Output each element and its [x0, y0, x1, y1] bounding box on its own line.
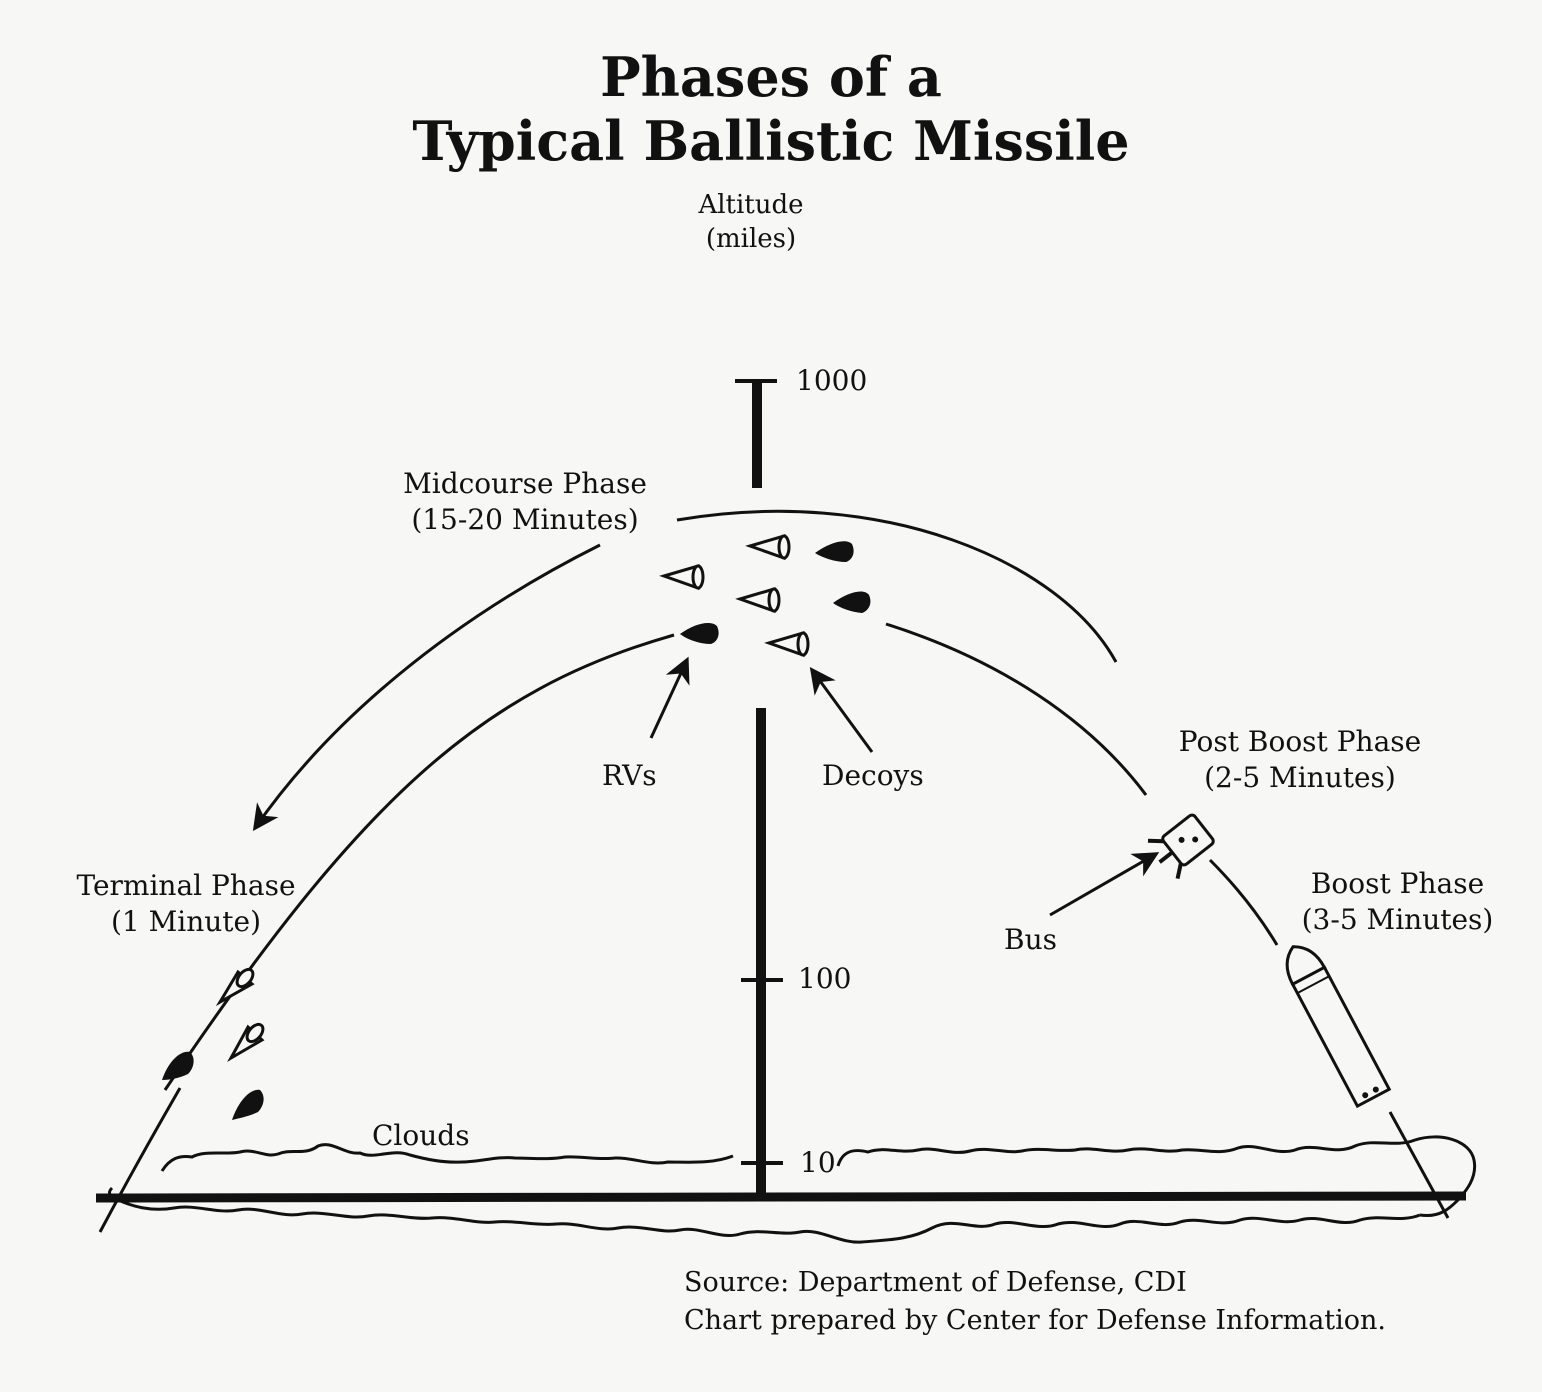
title-line-1: Phases of a	[600, 45, 942, 109]
decoy-base-icon	[235, 967, 255, 989]
altitude-axis	[735, 379, 783, 1195]
trajectory-inner-arc	[163, 633, 675, 1091]
altitude-axis-label: Altitude (miles)	[671, 188, 831, 256]
trajectory-post-boost	[885, 622, 1148, 796]
midcourse-phase-label: Midcourse Phase (15-20 Minutes)	[380, 466, 670, 538]
post-boost-phase-label: Post Boost Phase (2-5 Minutes)	[1150, 724, 1450, 796]
missile-icon	[1285, 945, 1392, 1109]
post-boost-phase-name: Post Boost Phase	[1178, 725, 1422, 758]
boost-phase-label: Boost Phase (3-5 Minutes)	[1285, 866, 1510, 938]
terminal-phase-duration: (1 Minute)	[110, 905, 262, 938]
rv-warhead-icon	[162, 1051, 194, 1080]
bus-label: Bus	[1004, 923, 1057, 956]
decoys-label: Decoys	[822, 759, 924, 792]
trajectory-outer-arc	[676, 509, 1118, 663]
midcourse-to-terminal-arrow	[252, 543, 601, 832]
ground-line	[95, 1191, 1467, 1203]
bus-icon	[1147, 813, 1215, 880]
source-line-1: Source: Department of Defense, CDI	[684, 1267, 1187, 1298]
terminal-phase-name: Terminal Phase	[76, 869, 296, 902]
tick-label-1000: 1000	[796, 364, 868, 397]
cloud-outline-right	[836, 1135, 1477, 1218]
rv-warhead-icon	[232, 1089, 264, 1120]
source-line-2: Chart prepared by Center for Defense Inf…	[684, 1305, 1387, 1336]
tick-label-100: 100	[798, 962, 852, 995]
bus-pointer-arrow	[1049, 852, 1160, 917]
decoy-base-icon	[245, 1022, 265, 1044]
title-line-2: Typical Ballistic Missile	[412, 109, 1130, 173]
post-boost-phase-duration: (2-5 Minutes)	[1204, 761, 1396, 794]
rv-warhead-icon	[815, 541, 854, 562]
altitude-label-line-2: (miles)	[705, 224, 797, 254]
midcourse-phase-name: Midcourse Phase	[403, 467, 647, 500]
rv-warhead-icon	[680, 622, 719, 644]
trajectory-launch-to-ground	[1388, 1111, 1450, 1219]
decoy-base-icon	[777, 534, 791, 560]
boost-phase-duration: (3-5 Minutes)	[1301, 903, 1494, 936]
trajectory-bus-to-boost	[1208, 858, 1279, 946]
decoy-base-icon	[691, 564, 705, 590]
clouds-label: Clouds	[372, 1119, 470, 1152]
decoy-base-icon	[796, 631, 810, 657]
decoy-base-icon	[767, 587, 781, 613]
midcourse-phase-duration: (15-20 Minutes)	[411, 503, 639, 536]
cloud-outline-left	[160, 1143, 734, 1172]
boost-phase-name: Boost Phase	[1310, 867, 1485, 900]
rvs-label: RVs	[602, 759, 657, 792]
rv-warhead-icon	[833, 591, 871, 613]
rvs-pointer-arrow	[649, 656, 690, 739]
cloud-outline-bottom	[108, 1186, 1421, 1244]
terminal-phase-label: Terminal Phase (1 Minute)	[55, 868, 317, 940]
decoys-pointer-arrow	[809, 667, 874, 753]
clouds	[108, 1135, 1477, 1244]
trajectory-descent	[98, 1087, 182, 1233]
altitude-label-line-1: Altitude	[698, 190, 804, 220]
tick-label-10: 10	[800, 1146, 836, 1179]
source-note: Source: Department of Defense, CDI Chart…	[684, 1264, 1386, 1340]
